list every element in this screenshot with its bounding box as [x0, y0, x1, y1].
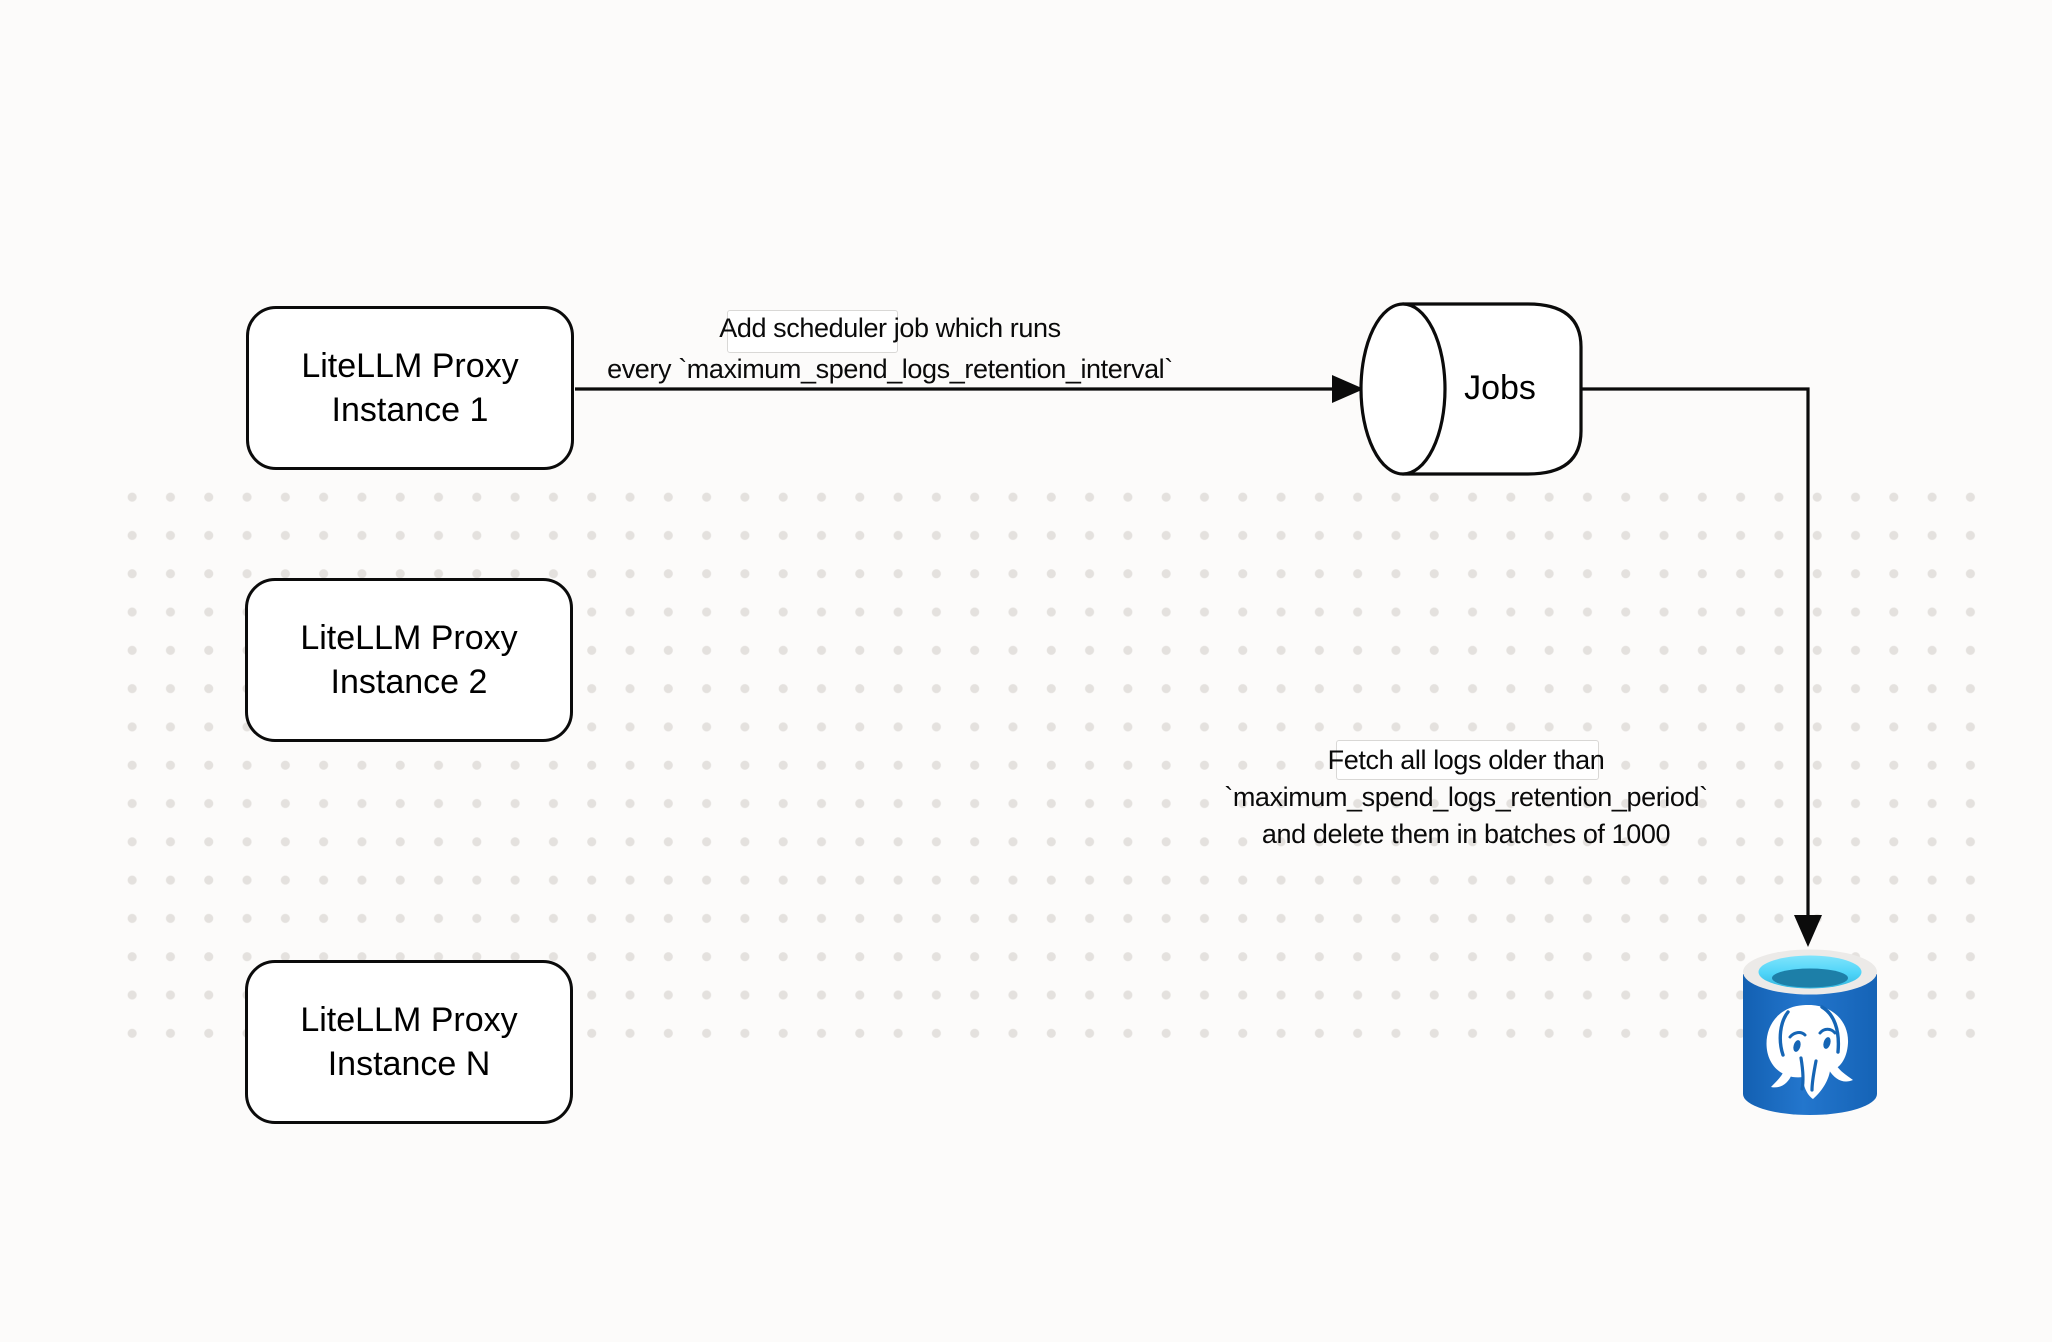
node-proxy-instance-n: LiteLLM Proxy Instance N: [245, 960, 573, 1124]
node-label-line2: Instance N: [327, 1045, 491, 1083]
edge-label-line: every `maximum_spend_logs_retention_inte…: [607, 354, 1173, 384]
node-label-line1: LiteLLM Proxy: [300, 619, 518, 657]
node-proxy-instance-1: LiteLLM Proxy Instance 1: [246, 306, 574, 470]
jobs-node-label: Jobs: [1464, 369, 1536, 407]
edge-label-add-scheduler: Add scheduler job which runs every `maxi…: [565, 308, 1215, 390]
postgres-elephant-icon: [1766, 1005, 1853, 1099]
edge-label-background: [1336, 740, 1599, 780]
edge-label-fetch-delete: Fetch all logs older than `maximum_spend…: [1166, 742, 1766, 853]
node-label-line2: Instance 2: [330, 663, 488, 701]
node-label-line1: LiteLLM Proxy: [301, 347, 519, 385]
edge-jobs-to-postgres-line: [1581, 387, 1810, 918]
postgres-cylinder-water-shadow: [1772, 968, 1848, 988]
edge-label-line: Add scheduler job which runs: [719, 313, 1061, 343]
arrowhead-down-icon: [1794, 915, 1822, 947]
edge-label-line: Fetch all logs older than: [1327, 745, 1605, 775]
node-label-line1: LiteLLM Proxy: [300, 1001, 518, 1039]
dot-grid-background: [113, 478, 1979, 1050]
node-proxy-instance-2: LiteLLM Proxy Instance 2: [245, 578, 573, 742]
edge-label-line: `maximum_spend_logs_retention_period`: [1224, 782, 1708, 812]
postgresql-icon: [1743, 949, 1877, 1115]
node-label-line2: Instance 1: [331, 391, 489, 429]
jobs-cylinder-shape: [1359, 302, 1583, 476]
arrowhead-right-icon: [1332, 375, 1364, 403]
edge-label-line: and delete them in batches of 1000: [1261, 819, 1671, 849]
edge-label-background: [727, 310, 898, 353]
